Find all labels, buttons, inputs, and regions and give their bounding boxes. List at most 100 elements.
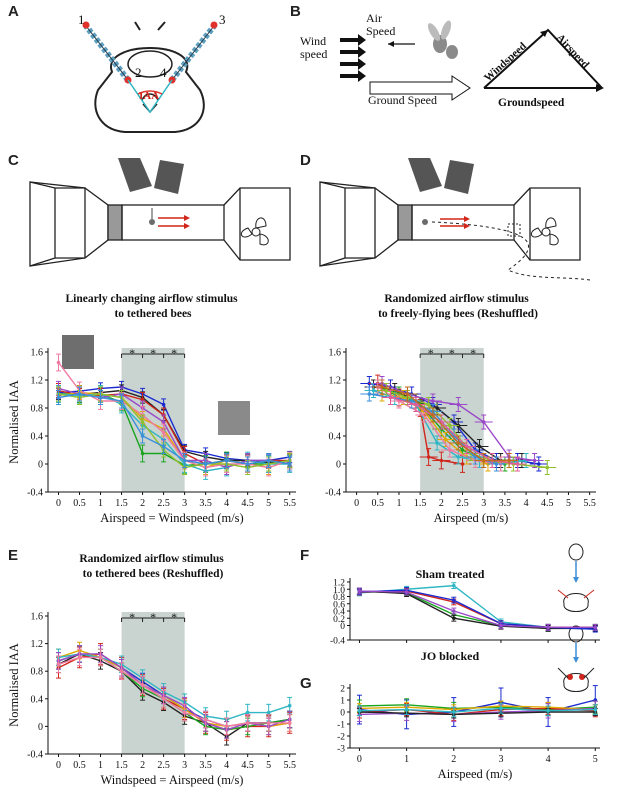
x-tick-label: 2.5 (157, 760, 170, 771)
data-point (414, 402, 418, 407)
flying-bee-icon (422, 219, 428, 225)
jo-blocked-bee-icon (557, 625, 595, 692)
caption-c: Linearly changing airflow stimulus to te… (65, 293, 240, 320)
data-point (536, 462, 541, 466)
data-point (388, 395, 393, 400)
caption-d-text-line2: to freely-flying bees (Reshuffled) (378, 308, 538, 320)
data-point (499, 706, 503, 711)
bee-photo-inset-1 (62, 335, 94, 369)
data-point (404, 707, 409, 712)
y-tick-label: 0 (340, 622, 345, 632)
data-point (494, 462, 499, 466)
y-tick-label: 1.0 (333, 586, 345, 596)
data-point (431, 399, 435, 403)
data-point (384, 388, 389, 393)
series-9 (56, 386, 293, 475)
x-tick-label: 1 (98, 760, 103, 771)
x-tick-label: 3 (481, 498, 486, 509)
data-point (287, 462, 292, 466)
x-tick-label: 4.5 (541, 498, 554, 509)
triangle-windspeed-label: Windspeed (482, 40, 529, 84)
bee-head-outline (94, 47, 205, 133)
y-tick-label: 2 (340, 685, 345, 695)
camera-icon-c1 (118, 158, 152, 192)
caption-e-text-line2: to tethered bees (Reshuffled) (83, 568, 224, 580)
data-point (140, 420, 145, 424)
iaa-label: IAA (139, 90, 159, 102)
bee-face-clypeus (127, 50, 173, 78)
data-point (224, 724, 229, 729)
ground-speed-label: Ground Speed (368, 93, 437, 107)
series-5 (356, 586, 598, 633)
panel-a: A 1 3 2 4 IAA (8, 3, 226, 133)
fan-icon-d (530, 217, 559, 246)
x-tick-label: 0 (357, 754, 362, 765)
x-tick-label: 3.5 (199, 498, 212, 509)
data-point (357, 709, 362, 713)
y-tick-label: 0.4 (333, 608, 345, 618)
series-line (373, 386, 522, 462)
data-point (481, 458, 486, 463)
data-point (161, 444, 166, 449)
panel-d-tunnel: D Randomized airflow stimulus to (300, 152, 591, 320)
marker-label-4: 4 (160, 65, 167, 80)
y-tick-label: 1.2 (329, 376, 342, 387)
x-tick-label: 2 (439, 498, 444, 509)
data-point (546, 709, 550, 713)
data-point (56, 662, 61, 667)
y-tick-label: 1.2 (31, 376, 44, 387)
data-point (77, 392, 82, 396)
data-point (161, 430, 166, 435)
windspeed-arrowhead (540, 30, 548, 37)
x-tick-label: 5 (266, 498, 271, 509)
data-point (481, 420, 486, 424)
significance-star: * (129, 346, 135, 360)
data-point (439, 458, 444, 463)
y-tick-label: 0 (38, 722, 43, 733)
data-point (357, 589, 362, 593)
marker-label-1: 1 (78, 12, 85, 27)
panel-letter-a: A (8, 3, 19, 20)
x-axis-label: Airspeed (m/s) (438, 767, 513, 781)
data-point (435, 406, 439, 410)
caption-e-text: Randomized airflow stimulus (79, 553, 224, 565)
wind-arrows (340, 34, 366, 82)
data-point (448, 448, 452, 452)
x-tick-label: 0.5 (73, 760, 86, 771)
data-point (266, 710, 271, 715)
y-tick-label: 0.4 (31, 694, 44, 705)
y-tick-label: 1.2 (333, 579, 345, 589)
data-point (56, 360, 61, 365)
y-tick-label: 0.6 (333, 600, 345, 610)
marker-dot-3 (210, 21, 218, 29)
x-tick-label: 1.5 (414, 498, 427, 509)
y-tick-label: 0.2 (333, 615, 345, 625)
panel-c-tunnel: C Linearly changing airflow stimulus to … (8, 152, 291, 320)
y-axis-label: Normalised IAA (7, 643, 21, 727)
y-tick-label: 1.6 (31, 348, 44, 359)
data-point (460, 448, 465, 452)
y-tick-label: -0.4 (27, 750, 43, 761)
x-tick-label: 5.5 (583, 498, 596, 509)
data-point (287, 721, 292, 725)
x-axis-label: Airspeed = Windspeed (m/s) (100, 511, 243, 525)
panel-letter-g: G (300, 675, 312, 692)
data-point (245, 710, 250, 715)
x-tick-label: 4 (224, 760, 229, 771)
air-speed-label-line2: Speed (366, 24, 395, 38)
chart-f: -0.400.20.40.60.81.01.2 (330, 578, 600, 647)
series-4 (356, 587, 598, 632)
groundspeed-arrowhead (596, 84, 604, 92)
bee-vertex (141, 93, 159, 101)
wind-speed-line2: speed (300, 47, 327, 61)
caption-d: Randomized airflow stimulus to freely-fl… (378, 293, 538, 320)
feeder-box (507, 223, 521, 237)
x-tick-label: 3.5 (499, 498, 512, 509)
data-point (460, 462, 465, 466)
x-tick-label: 5.5 (283, 760, 296, 771)
marker-dot-1 (82, 21, 90, 29)
